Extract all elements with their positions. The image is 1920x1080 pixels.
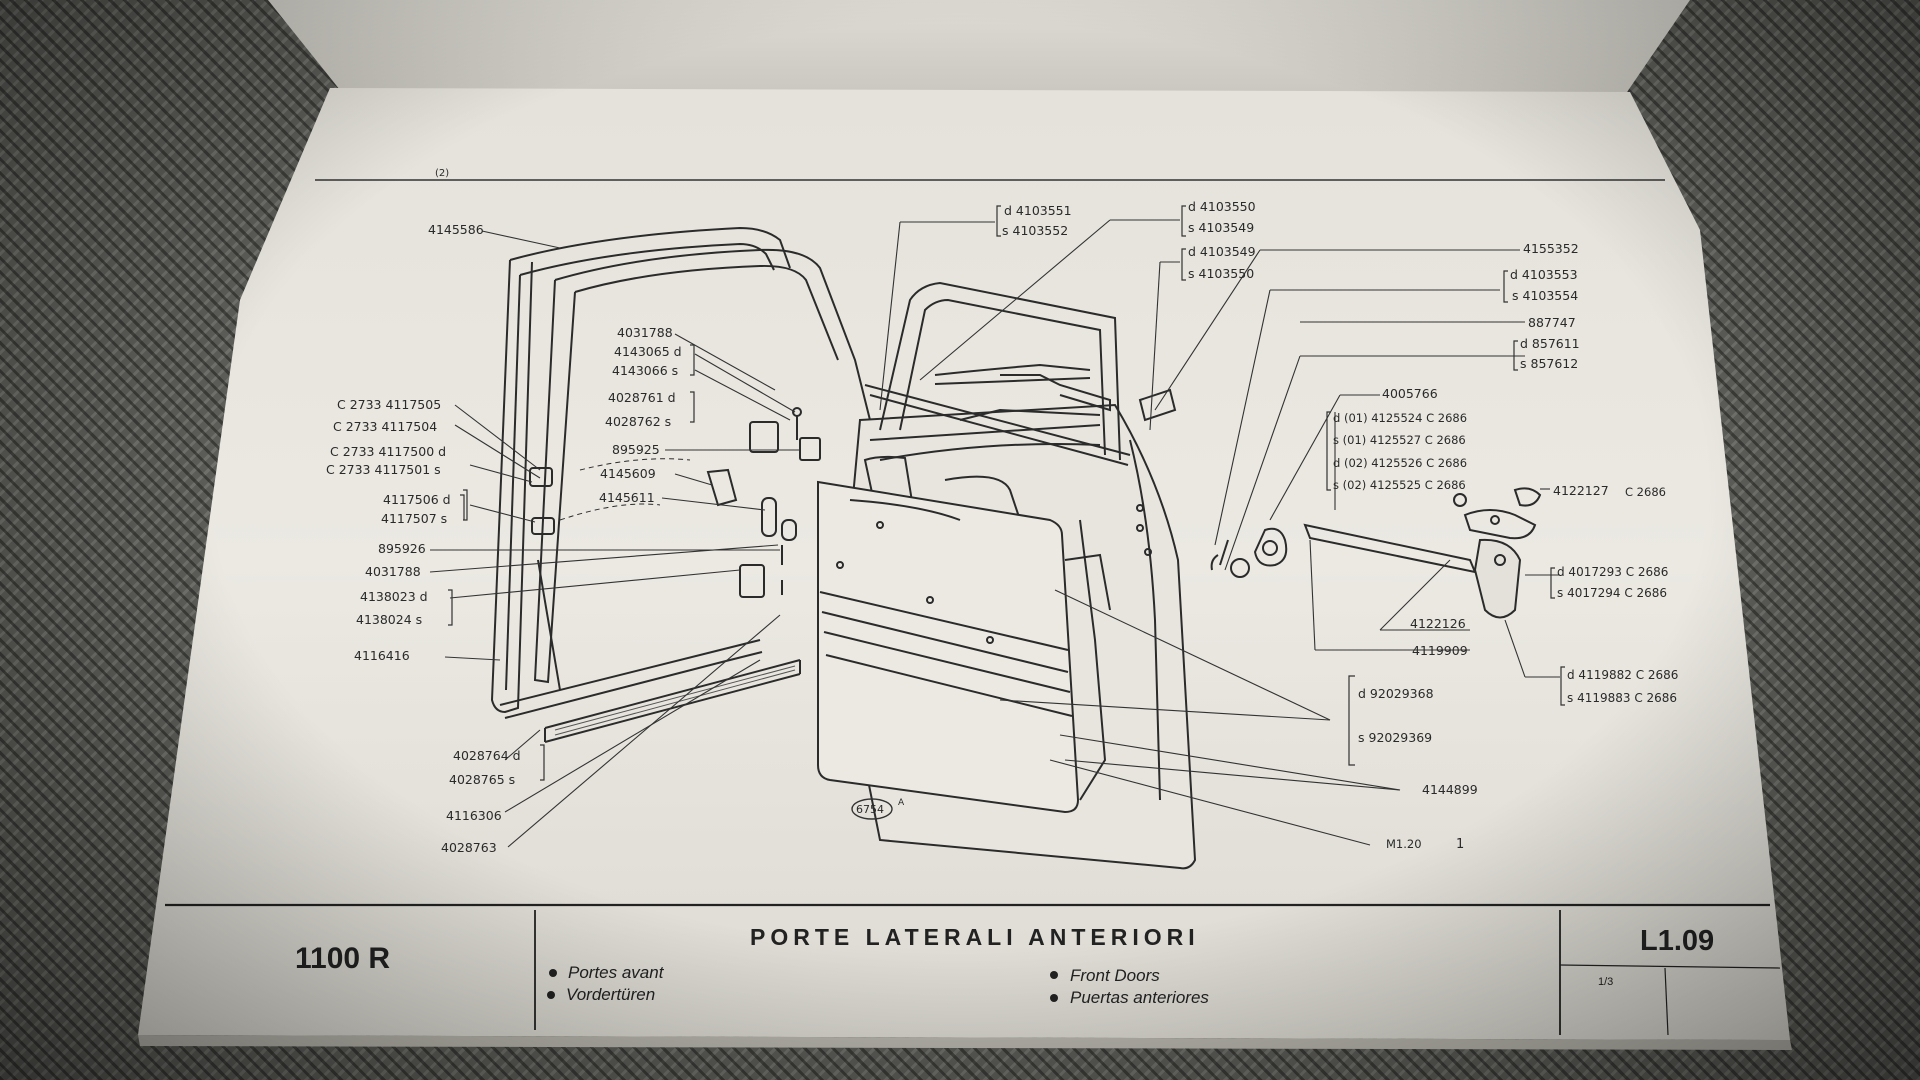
upper-page <box>268 0 1690 95</box>
part-label: 4138024 s <box>356 612 422 627</box>
part-label: 4144899 <box>1422 782 1478 797</box>
part-label: d 4103549 <box>1188 244 1256 259</box>
header-mark: (2) <box>435 168 449 179</box>
figure-ref-suffix: A <box>898 798 905 808</box>
bullet-icon <box>549 969 557 977</box>
part-label: 4028764 d <box>453 748 521 763</box>
part-label: C 2686 <box>1625 485 1666 499</box>
part-label: 4143065 d <box>614 344 682 359</box>
part-label: d 4103553 <box>1510 267 1578 282</box>
part-label: 895926 <box>378 541 426 556</box>
part-label: 4028762 s <box>605 414 671 429</box>
leader-lines <box>429 219 1560 848</box>
part-label: d (01) 4125524 C 2686 <box>1333 411 1467 425</box>
part-label: s (02) 4125525 C 2686 <box>1333 478 1466 492</box>
part-label: C 2733 4117500 d <box>330 444 446 459</box>
part-label: C 2733 4117504 <box>333 419 437 434</box>
part-label: d 92029368 <box>1358 686 1434 701</box>
part-label: 4028765 s <box>449 772 515 787</box>
part-label: s 4103550 <box>1188 266 1254 281</box>
part-label: s (01) 4125527 C 2686 <box>1333 433 1466 447</box>
part-label: d 4103551 <box>1004 203 1072 218</box>
section-code: L1.09 <box>1640 925 1714 957</box>
page-title: PORTE LATERALI ANTERIORI <box>750 924 1200 950</box>
part-label: M1.20 <box>1386 837 1422 851</box>
part-label: 4145611 <box>599 490 655 505</box>
part-label: 4145586 <box>428 222 484 237</box>
part-number-labels: 4145586 C 2733 4117505 C 2733 4117504 C … <box>326 199 1678 855</box>
part-label: 4143066 s <box>612 363 678 378</box>
door-exploded-drawing <box>490 226 1542 870</box>
part-label: 4005766 <box>1382 386 1438 401</box>
part-label: 4119909 <box>1412 643 1468 658</box>
part-label: 1 <box>1456 837 1464 852</box>
bullet-icon <box>1050 971 1058 979</box>
part-label: d (02) 4125526 C 2686 <box>1333 456 1467 470</box>
brackets <box>448 205 1565 781</box>
part-label: 895925 <box>612 442 660 457</box>
part-label: 4031788 <box>617 325 673 340</box>
page-number: 1/3 <box>1598 976 1613 988</box>
part-label: d 4017293 C 2686 <box>1557 565 1668 579</box>
part-label: 4122126 <box>1410 616 1466 631</box>
translation-de: Vordertüren <box>566 985 655 1004</box>
part-label: s 4103549 <box>1188 220 1254 235</box>
part-label: 4155352 <box>1523 241 1579 256</box>
translation-fr: Portes avant <box>568 963 665 982</box>
figure-ref: 6754 <box>856 803 884 816</box>
part-label: 4116306 <box>446 808 502 823</box>
part-label: s 857612 <box>1520 356 1578 371</box>
part-label: C 2733 4117501 s <box>326 462 441 477</box>
part-label: d 857611 <box>1520 336 1580 351</box>
bullet-icon <box>547 991 555 999</box>
part-label: 4028763 <box>441 840 497 855</box>
part-label: C 2733 4117505 <box>337 397 441 412</box>
part-label: 4031788 <box>365 564 421 579</box>
part-label: 4138023 d <box>360 589 428 604</box>
part-label: 4122127 <box>1553 483 1609 498</box>
bullet-icon <box>1050 994 1058 1002</box>
part-label: 4117506 d <box>383 492 451 507</box>
part-label: d 4119882 C 2686 <box>1567 668 1678 682</box>
model-name: 1100 R <box>295 942 390 975</box>
part-label: d 4103550 <box>1188 199 1256 214</box>
translation-en: Front Doors <box>1070 966 1160 985</box>
part-label: 4116416 <box>354 648 410 663</box>
title-block: 1100 R PORTE LATERALI ANTERIORI L1.09 1/… <box>165 903 1781 1036</box>
part-label: 4117507 s <box>381 511 447 526</box>
part-label: s 4103554 <box>1512 288 1578 303</box>
part-label: s 4119883 C 2686 <box>1567 691 1677 705</box>
part-label: 4145609 <box>600 466 656 481</box>
part-label: s 92029369 <box>1358 730 1432 745</box>
part-label: 887747 <box>1528 315 1576 330</box>
part-label: 4028761 d <box>608 390 676 405</box>
part-label: s 4017294 C 2686 <box>1557 586 1667 600</box>
part-label: s 4103552 <box>1002 223 1068 238</box>
translation-es: Puertas anteriores <box>1070 988 1209 1007</box>
